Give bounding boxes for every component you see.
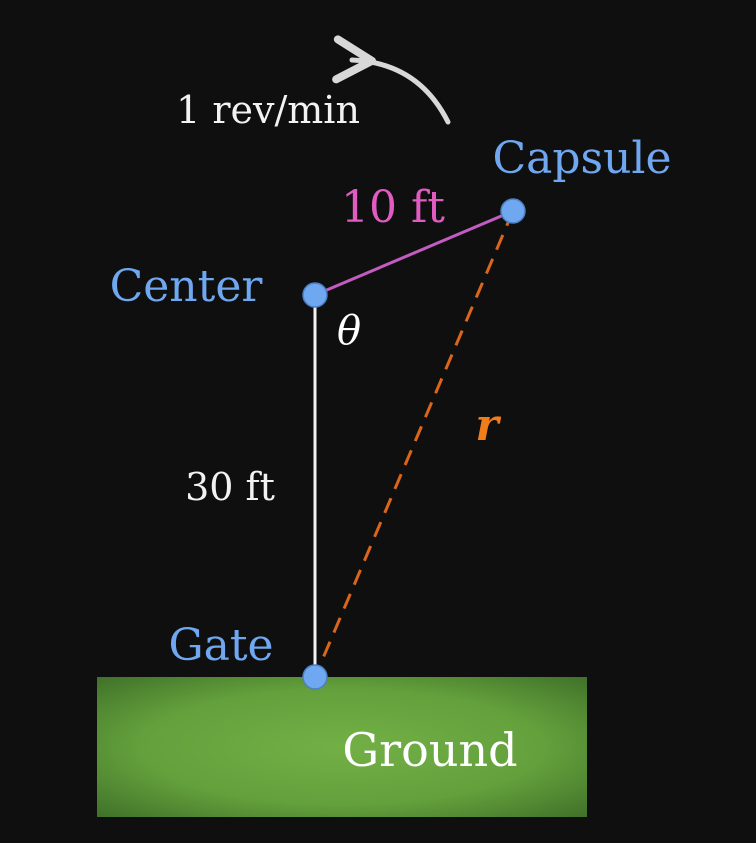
arm-length-label: 10 ft <box>341 182 445 233</box>
gate-label: Gate <box>168 620 273 671</box>
distance-line <box>313 210 515 678</box>
rotation-arrow-icon <box>332 35 451 125</box>
ground-label: Ground <box>342 723 517 777</box>
ground-block <box>97 677 587 817</box>
height-label: 30 ft <box>185 465 275 509</box>
distance-variable: r <box>475 400 501 451</box>
center-point <box>302 282 328 308</box>
gate-point <box>302 664 328 690</box>
capsule-point <box>500 198 526 224</box>
center-label: Center <box>110 261 264 312</box>
arm-line <box>314 209 514 297</box>
capsule-label: Capsule <box>492 133 671 184</box>
rotation-rate-label: 1 rev/min <box>176 88 360 132</box>
angle-variable: θ <box>337 308 361 354</box>
